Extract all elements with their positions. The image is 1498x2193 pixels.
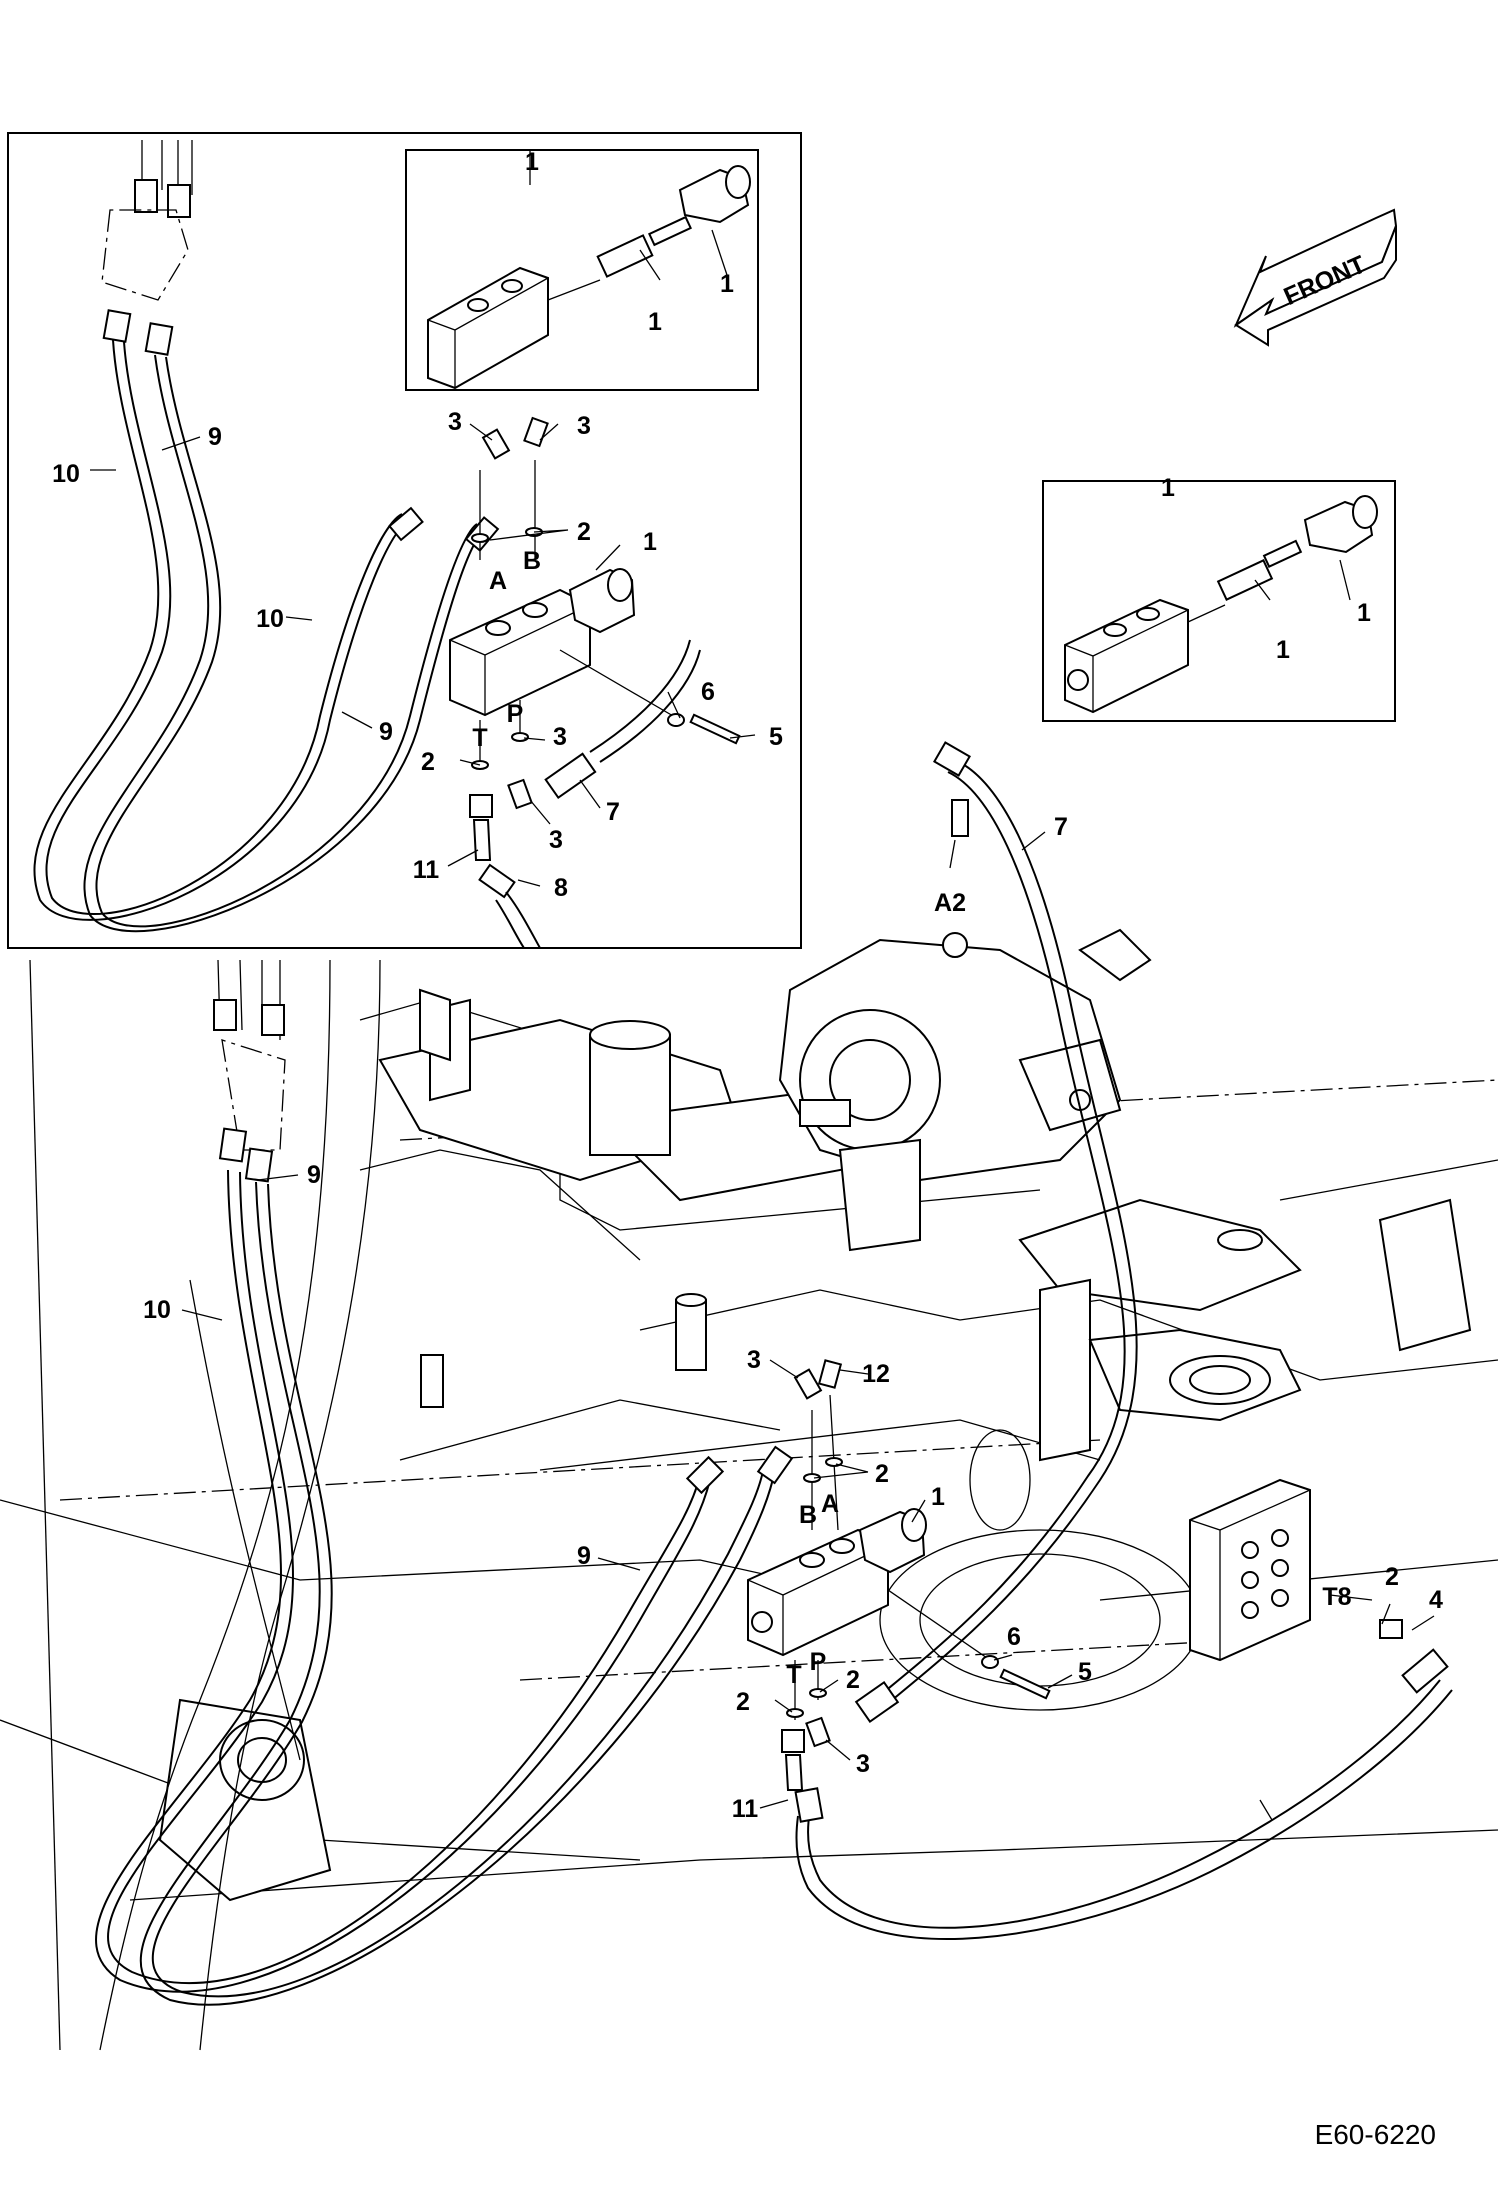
callout-3: 3 xyxy=(448,408,462,436)
callout-2: 2 xyxy=(421,748,435,776)
callout-8: 8 xyxy=(554,874,568,902)
callout-3: 3 xyxy=(577,412,591,440)
callout-11: 11 xyxy=(732,1795,759,1823)
callout-4: 4 xyxy=(1429,1586,1443,1614)
leader-lines xyxy=(90,150,1435,1821)
callout-9: 9 xyxy=(307,1161,321,1189)
callout-5: 5 xyxy=(1078,1658,1092,1686)
port-label-p: P xyxy=(810,1648,827,1676)
callout-10: 10 xyxy=(256,605,284,633)
callout-10: 10 xyxy=(143,1296,171,1324)
callout-1: 1 xyxy=(1357,599,1371,627)
right-inset-panel xyxy=(1042,480,1396,722)
callout-labels: 1 1 1 3 3 2 1 A B 9 10 10 9 6 5 P T 3 2 … xyxy=(52,148,1443,1823)
port-label-t8: T8 xyxy=(1322,1583,1351,1611)
callout-2: 2 xyxy=(1385,1563,1399,1591)
main-frame-structure xyxy=(0,928,1498,2051)
callout-2: 2 xyxy=(875,1460,889,1488)
callout-5: 5 xyxy=(769,723,783,751)
callout-10: 10 xyxy=(52,460,80,488)
main-solenoid-valve xyxy=(747,1359,1051,1791)
callout-3: 3 xyxy=(747,1346,761,1374)
callout-1: 1 xyxy=(1276,636,1290,664)
port-label-p: P xyxy=(507,700,524,728)
callout-1: 1 xyxy=(525,148,539,176)
port-label-b: B xyxy=(523,547,541,575)
port-label-b: B xyxy=(799,1501,817,1529)
port-label-a: A xyxy=(489,567,507,595)
callout-6: 6 xyxy=(701,678,715,706)
callout-6: 6 xyxy=(1007,1623,1021,1651)
callout-1: 1 xyxy=(1161,474,1175,502)
inset-hoses-9-10 xyxy=(33,339,500,933)
inset-valve-block xyxy=(449,416,741,810)
callout-12: 12 xyxy=(862,1360,890,1388)
callout-1: 1 xyxy=(643,528,657,556)
port-label-t: T xyxy=(472,724,487,752)
callout-11: 11 xyxy=(413,856,440,884)
figure-id: E60-6220 xyxy=(1314,2119,1436,2150)
front-direction-arrow: FRONT xyxy=(1233,208,1398,347)
inset-detail-panel xyxy=(7,132,802,949)
main-hoses xyxy=(95,741,1453,2051)
inset-top-fittings xyxy=(101,140,193,356)
callout-7: 7 xyxy=(1054,813,1068,841)
port-label-t: T xyxy=(786,1661,801,1689)
callout-1: 1 xyxy=(931,1483,945,1511)
callout-1: 1 xyxy=(720,270,734,298)
callout-2: 2 xyxy=(577,518,591,546)
callout-2: 2 xyxy=(736,1688,750,1716)
callout-1: 1 xyxy=(648,308,662,336)
port-label-a: A xyxy=(821,1490,839,1518)
callout-3: 3 xyxy=(553,723,567,751)
inset-fitting-11-hose-8 xyxy=(469,794,541,949)
callout-3: 3 xyxy=(856,1750,870,1778)
callout-3: 3 xyxy=(549,826,563,854)
port-label-a2: A2 xyxy=(934,889,966,917)
callout-9: 9 xyxy=(208,423,222,451)
callout-2: 2 xyxy=(846,1666,860,1694)
callout-9: 9 xyxy=(379,718,393,746)
inset-valve-exploded xyxy=(405,149,759,391)
callout-9: 9 xyxy=(577,1542,591,1570)
callout-7: 7 xyxy=(606,798,620,826)
